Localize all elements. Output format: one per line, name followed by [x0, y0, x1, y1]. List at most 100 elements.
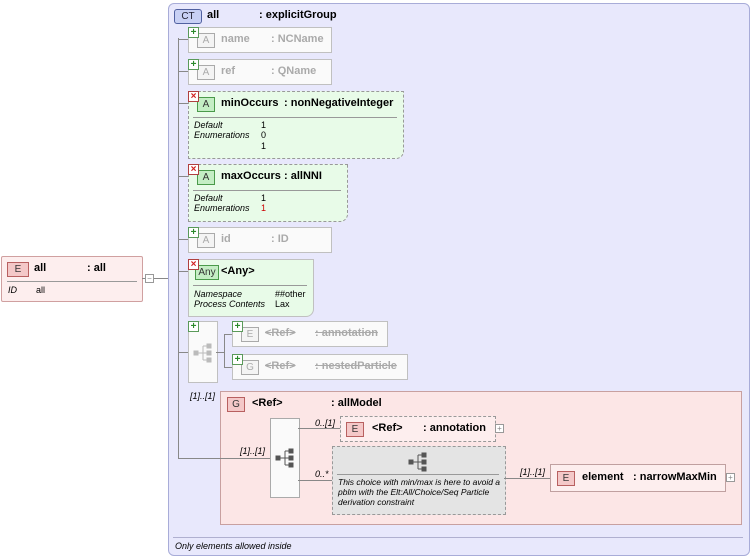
choice-compositor[interactable] — [270, 418, 300, 498]
annotation-ref-box[interactable]: E <Ref> : annotation — [340, 416, 496, 442]
attr-tag: A — [197, 170, 215, 185]
facet-default-label: Default — [194, 193, 223, 203]
choice-branch-b — [298, 480, 332, 481]
element-name: all — [34, 262, 47, 274]
element-all-box[interactable]: E all : all ID all — [1, 256, 143, 302]
connector-name — [178, 39, 188, 40]
ref-type: : nestedParticle — [315, 360, 397, 372]
ct-type: : explicitGroup — [259, 9, 337, 21]
optional-icon: + — [188, 227, 199, 238]
element-tag: E — [557, 471, 575, 486]
ct-name: all — [207, 9, 220, 21]
attr-tag: A — [197, 65, 215, 80]
attr-name: id — [221, 233, 231, 245]
optional-icon: + — [232, 354, 243, 365]
ct-footer: Only elements allowed inside — [175, 541, 292, 551]
facet-enum-value: 1 — [261, 141, 267, 151]
choice-to-element — [504, 478, 550, 479]
seq-stub — [216, 352, 224, 353]
facet-default-value: 1 — [261, 120, 267, 130]
attr-name: ref — [221, 65, 236, 77]
attr-name: name — [221, 33, 250, 45]
element-type: : all — [87, 262, 106, 274]
ref-type: : annotation — [315, 327, 378, 339]
facet-default-label: Default — [194, 120, 223, 130]
ref-name: <Ref> — [265, 327, 296, 339]
seq-branch-line — [224, 334, 225, 367]
optional-icon: + — [188, 59, 199, 70]
expand-icon[interactable]: + — [726, 473, 735, 482]
choice-note: This choice with min/max is here to avoi… — [338, 477, 501, 507]
optional-icon: + — [188, 321, 199, 332]
attr-name: maxOccurs — [221, 170, 281, 182]
ref-tag: E — [346, 422, 364, 437]
seq-branch-a — [224, 334, 232, 335]
choice-icon — [408, 452, 427, 472]
attr-type: : nonNegativeInteger — [284, 97, 394, 109]
expand-icon[interactable]: + — [495, 424, 504, 433]
prohibited-icon: × — [188, 164, 199, 175]
facet-default-value: 1 — [261, 193, 267, 203]
facet-divider — [193, 285, 307, 286]
element-name: element — [582, 471, 624, 483]
choice-cardinality: 0..* — [315, 469, 329, 479]
attr-type: : QName — [271, 65, 317, 77]
attr-minoccurs-box[interactable]: A minOccurs : nonNegativeInteger Default… — [188, 91, 404, 159]
attr-name-box[interactable]: A name : NCName — [188, 27, 332, 53]
group-cardinality: [1]..[1] — [190, 391, 216, 401]
prohibited-nestedparticle-box[interactable]: G <Ref> : nestedParticle — [232, 354, 408, 380]
facet-enum-value: 0 — [261, 130, 267, 140]
ref-name: <Ref> — [372, 422, 403, 434]
ct-tag: CT — [174, 9, 202, 24]
inner-choice-box[interactable]: This choice with min/max is here to avoi… — [332, 446, 506, 515]
sequence-icon — [193, 343, 212, 363]
attr-tag: A — [197, 33, 215, 48]
optional-icon: + — [188, 27, 199, 38]
connector-id — [178, 239, 188, 240]
element-divider — [7, 281, 137, 282]
ref-name: <Ref> — [265, 360, 296, 372]
ref-tag: E — [241, 327, 259, 342]
any-attribute-box[interactable]: Any <Any> Namespace ##other Process Cont… — [188, 259, 314, 317]
element-attr-name: ID — [8, 285, 17, 295]
facet-enum-label: Enumerations — [194, 130, 250, 140]
element-type: : narrowMaxMin — [633, 471, 717, 483]
choice-icon — [275, 448, 294, 468]
namespace-label: Namespace — [194, 289, 243, 299]
element-cardinality: [1]..[1] — [520, 467, 546, 477]
ref-type: : annotation — [423, 422, 486, 434]
attr-ref-box[interactable]: A ref : QName — [188, 59, 332, 85]
facet-enum-label: Enumerations — [194, 203, 250, 213]
connector-minoccurs — [178, 103, 188, 104]
element-narrowmaxmin-box[interactable]: E element : narrowMaxMin — [550, 464, 726, 492]
trunk-line — [178, 38, 179, 458]
element-attr-value: all — [36, 285, 46, 295]
collapse-icon[interactable]: − — [145, 274, 154, 283]
prohibited-icon: × — [188, 91, 199, 102]
attr-tag: A — [197, 233, 215, 248]
process-label: Process Contents — [194, 299, 266, 309]
attr-tag: A — [197, 97, 215, 112]
attr-maxoccurs-box[interactable]: A maxOccurs : allNNI Default 1 Enumerati… — [188, 164, 348, 222]
connector-group — [178, 458, 270, 459]
group-type: : allModel — [331, 397, 382, 409]
choice-divider — [337, 474, 499, 475]
facet-divider — [193, 190, 341, 191]
ct-footer-divider — [173, 537, 743, 538]
prohibited-annotation-box[interactable]: E <Ref> : annotation — [232, 321, 388, 347]
facet-enum-value: 1 — [261, 203, 267, 213]
ref-tag: G — [241, 360, 259, 375]
annotation-cardinality: 0..[1] — [315, 418, 336, 428]
element-tag: E — [7, 262, 29, 277]
attr-type: : NCName — [271, 33, 324, 45]
any-tag: Any — [195, 265, 219, 280]
connector-element-to-ct — [142, 278, 168, 279]
inner-cardinality: [1]..[1] — [240, 446, 266, 456]
attr-type: : allNNI — [284, 170, 322, 182]
connector-ref — [178, 71, 188, 72]
connector-maxoccurs — [178, 176, 188, 177]
any-name: <Any> — [221, 265, 255, 277]
group-name: <Ref> — [252, 397, 283, 409]
connector-seq — [178, 352, 188, 353]
attr-id-box[interactable]: A id : ID — [188, 227, 332, 253]
